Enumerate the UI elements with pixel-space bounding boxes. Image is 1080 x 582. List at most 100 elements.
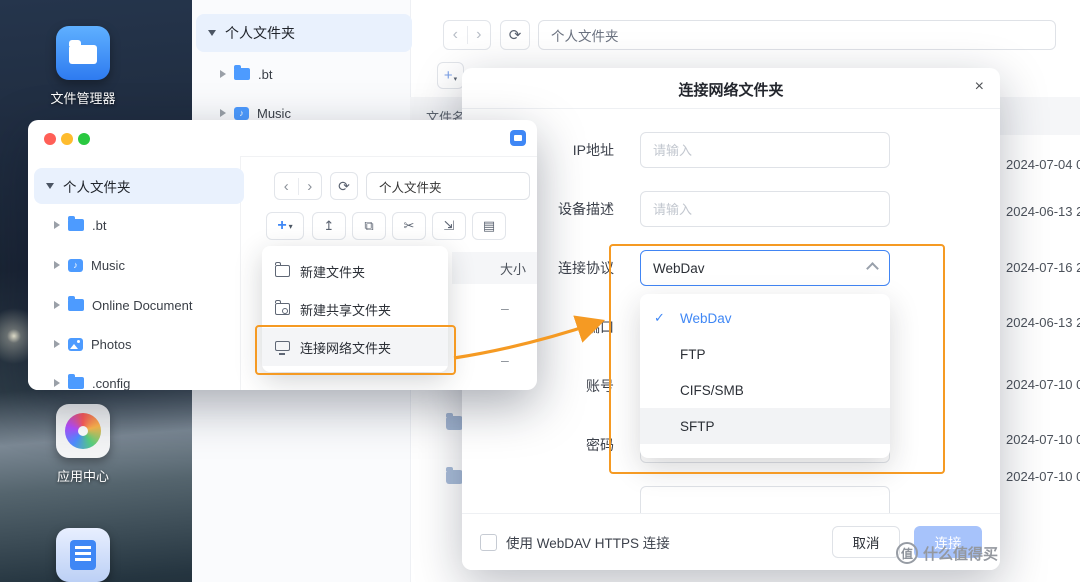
path-input[interactable]	[538, 20, 1056, 50]
menu-item-label: 新建共享文件夹	[300, 300, 391, 319]
copy-button[interactable]: ⧉	[352, 212, 386, 240]
desktop-icon-app-center[interactable]: 应用中心	[33, 404, 133, 485]
file-date: 2024-07-10 00:0	[1006, 432, 1080, 447]
https-checkbox[interactable]	[480, 534, 497, 551]
paste-icon: ▤	[483, 218, 495, 234]
menu-item-new-folder[interactable]: 新建文件夹	[262, 252, 448, 290]
sidebar-root-label: 个人文件夹	[63, 176, 131, 196]
file-icon	[446, 416, 463, 430]
forward-icon[interactable]: ›	[298, 178, 322, 195]
sidebar-item-label: .bt	[92, 218, 106, 233]
refresh-icon: ⟳	[338, 178, 350, 195]
watermark: 值 什么值得买	[896, 542, 998, 564]
list-header: 大小	[452, 252, 537, 284]
refresh-button[interactable]: ⟳	[330, 172, 358, 200]
sidebar-item-label: Photos	[91, 337, 131, 352]
device-description-input[interactable]	[640, 191, 890, 227]
sidebar-item-personal-folder[interactable]: 个人文件夹	[196, 14, 412, 52]
minimize-window-button[interactable]	[61, 133, 73, 145]
new-folder-icon	[275, 265, 290, 277]
move-button[interactable]: ⇲	[432, 212, 466, 240]
sidebar-item-config[interactable]: .config	[54, 369, 130, 390]
sidebar-item-label: Music	[257, 106, 291, 121]
close-window-button[interactable]	[44, 133, 56, 145]
column-size-header: 大小	[500, 259, 526, 278]
forward-icon[interactable]: ›	[467, 26, 491, 44]
sidebar-item-bt[interactable]: .bt	[54, 211, 106, 239]
sidebar-item-personal-folder[interactable]: 个人文件夹	[34, 168, 244, 204]
desktop-icon-label: 文件管理器	[33, 88, 133, 107]
music-folder-icon	[68, 259, 83, 272]
nav-button-group: ‹ ›	[274, 172, 322, 200]
folder-icon	[68, 219, 84, 231]
maximize-window-button[interactable]	[78, 133, 90, 145]
file-date: 2024-06-13 20:2	[1006, 204, 1080, 219]
chevron-right-icon	[54, 340, 60, 348]
desktop-icon-file-manager[interactable]: 文件管理器	[33, 26, 133, 107]
annotation-arrow	[446, 306, 616, 370]
watermark-text: 什么值得买	[923, 543, 998, 564]
upload-icon: ↥	[324, 218, 335, 234]
music-folder-icon	[234, 107, 249, 120]
field-row-ip: IP地址	[462, 132, 1000, 168]
highlight-box-protocol	[609, 244, 945, 474]
plus-icon: +	[444, 67, 453, 84]
copy-icon: ⧉	[364, 218, 373, 234]
dialog-header: 连接网络文件夹 ×	[462, 68, 1000, 109]
sidebar-item-label: Online Document	[92, 298, 192, 313]
highlight-box-menu-item	[255, 325, 456, 375]
window-titlebar	[28, 120, 537, 157]
sidebar-item-label: Music	[91, 258, 125, 273]
desktop-icon-notes[interactable]	[33, 528, 133, 582]
cancel-button[interactable]: 取消	[832, 526, 900, 558]
refresh-icon: ⟳	[509, 26, 522, 44]
back-icon[interactable]: ‹	[444, 26, 467, 44]
file-manager-icon	[56, 26, 110, 80]
menu-item-label: 新建文件夹	[300, 262, 365, 281]
chevron-right-icon	[54, 221, 60, 229]
chevron-down-icon	[46, 183, 54, 189]
app-chip-icon	[510, 130, 526, 146]
refresh-button[interactable]: ⟳	[500, 20, 530, 50]
chevron-right-icon	[220, 70, 226, 78]
shared-folder-icon	[275, 303, 290, 315]
sidebar-item-label: .bt	[258, 67, 272, 82]
chevron-right-icon	[54, 379, 60, 387]
cut-button[interactable]: ✂	[392, 212, 426, 240]
field-row-description: 设备描述	[462, 191, 1000, 227]
move-icon: ⇲	[444, 218, 455, 234]
sidebar: 个人文件夹 .bt Music Online Document Photos	[28, 156, 241, 390]
app-center-icon	[56, 404, 110, 458]
sidebar-item-label: .config	[92, 376, 130, 391]
checkbox-label: 使用 WebDAV HTTPS 连接	[506, 532, 670, 552]
file-date: 2024-07-04 01:5	[1006, 157, 1080, 172]
ip-address-input[interactable]	[640, 132, 890, 168]
field-label: 密码	[462, 427, 614, 463]
watermark-logo: 值	[896, 542, 918, 564]
notes-icon	[56, 528, 110, 582]
folder-icon	[234, 68, 250, 80]
sidebar-item-bt[interactable]: .bt	[220, 56, 272, 92]
sidebar-root-label: 个人文件夹	[225, 23, 295, 43]
back-icon[interactable]: ‹	[275, 178, 298, 195]
menu-item-new-shared-folder[interactable]: 新建共享文件夹	[262, 290, 448, 328]
desktop-icon-label: 应用中心	[33, 466, 133, 485]
file-date: 2024-07-10 00:0	[1006, 469, 1080, 484]
sidebar-item-photos[interactable]: Photos	[54, 330, 131, 358]
dialog-title: 连接网络文件夹	[462, 79, 1000, 100]
sidebar-item-online-document[interactable]: Online Document	[54, 291, 192, 319]
upload-button[interactable]: ↥	[312, 212, 346, 240]
close-icon[interactable]: ×	[975, 78, 984, 96]
new-button[interactable]: + ▾	[266, 212, 304, 240]
chevron-right-icon	[54, 261, 60, 269]
sidebar-item-music[interactable]: Music	[54, 251, 125, 279]
folder-icon	[68, 377, 84, 389]
scissors-icon: ✂	[404, 218, 415, 234]
file-date: 2024-06-13 20:2	[1006, 315, 1080, 330]
file-date: 2024-07-10 00:0	[1006, 377, 1080, 392]
new-button[interactable]: + ▾	[437, 62, 464, 89]
paste-button[interactable]: ▤	[472, 212, 506, 240]
path-input[interactable]	[366, 172, 530, 200]
chevron-down-icon	[208, 30, 216, 36]
